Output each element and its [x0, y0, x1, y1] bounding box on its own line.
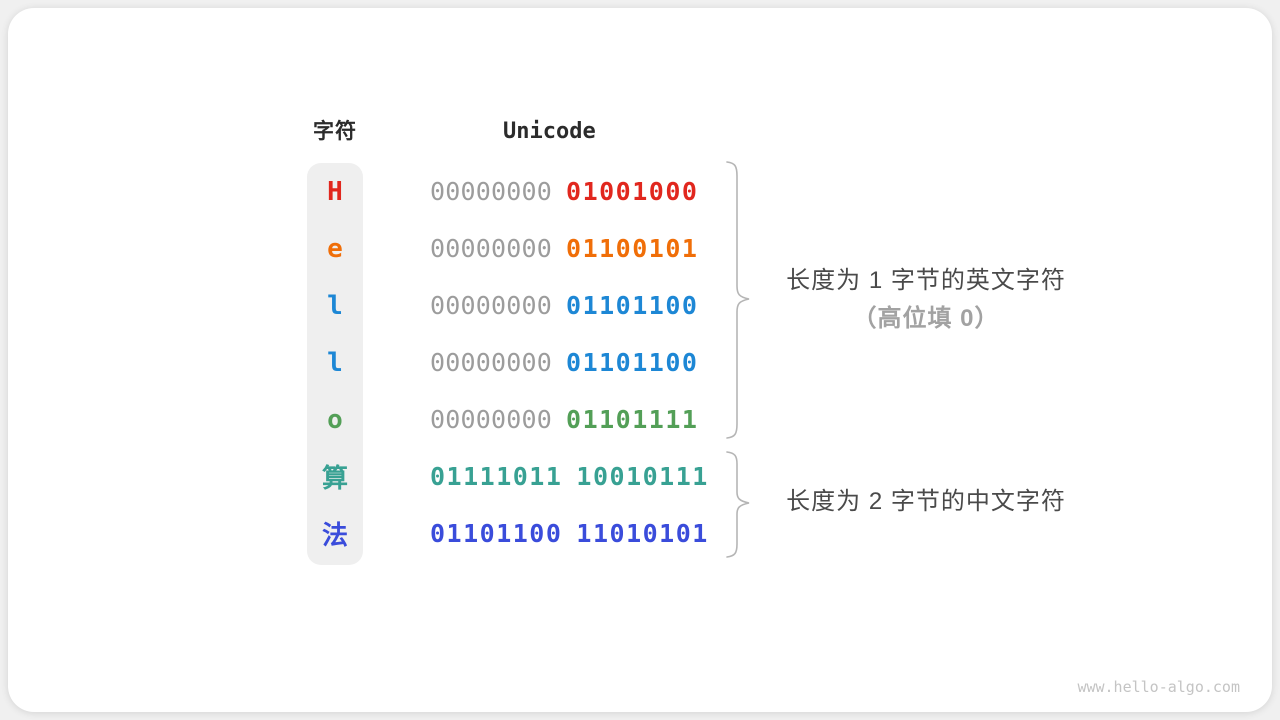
character-cell: l — [327, 290, 343, 321]
character-cell: 算 — [321, 464, 348, 494]
character-cell: e — [327, 233, 343, 264]
table-row: 算 01111011 10010111 — [0, 448, 760, 505]
unicode-binary-value: 00000000 01101100 — [430, 277, 698, 334]
high-byte: 00000000 — [430, 348, 553, 377]
unicode-binary-value: 01111011 10010111 — [430, 448, 709, 505]
high-byte: 01101100 — [430, 519, 563, 548]
annotation-english-line1: 长度为 1 字节的英文字符 — [786, 267, 1066, 294]
table-row: e 00000000 01100101 — [0, 220, 760, 277]
table-row: o 00000000 01101111 — [0, 391, 760, 448]
column-header-character: 字符 — [313, 120, 357, 143]
low-byte: 01001000 — [566, 177, 699, 206]
table-row: 法 01101100 11010101 — [0, 505, 760, 562]
unicode-binary-value: 00000000 01101100 — [430, 334, 698, 391]
character-cell: l — [327, 347, 343, 378]
unicode-binary-value: 00000000 01101111 — [430, 391, 698, 448]
unicode-binary-value: 00000000 01100101 — [430, 220, 698, 277]
annotation-english-chars: 长度为 1 字节的英文字符 （高位填 0） — [746, 266, 1106, 334]
high-byte: 00000000 — [430, 234, 553, 263]
high-byte: 01111011 — [430, 462, 563, 491]
table-row: l 00000000 01101100 — [0, 334, 760, 391]
high-byte: 00000000 — [430, 291, 553, 320]
watermark: www.hello-algo.com — [1077, 678, 1240, 696]
low-byte: 10010111 — [576, 462, 709, 491]
annotation-chinese-line1: 长度为 2 字节的中文字符 — [786, 488, 1066, 515]
character-cell: H — [327, 176, 343, 207]
unicode-binary-value: 01101100 11010101 — [430, 505, 709, 562]
high-byte: 00000000 — [430, 405, 553, 434]
high-byte: 00000000 — [430, 177, 553, 206]
unicode-binary-value: 00000000 01001000 — [430, 163, 698, 220]
diagram-card — [8, 8, 1272, 712]
character-cell: o — [327, 404, 343, 435]
brace-english-group — [726, 161, 750, 439]
table-row: l 00000000 01101100 — [0, 277, 760, 334]
brace-chinese-group — [726, 451, 750, 558]
annotation-english-line2: （高位填 0） — [852, 305, 1000, 332]
character-column-background — [307, 163, 363, 565]
table-row: H 00000000 01001000 — [0, 163, 760, 220]
character-cell: 法 — [321, 521, 348, 551]
low-byte: 11010101 — [576, 519, 709, 548]
annotation-chinese-chars: 长度为 2 字节的中文字符 — [746, 487, 1106, 517]
low-byte: 01101111 — [566, 405, 699, 434]
column-header-unicode: Unicode — [503, 119, 596, 144]
low-byte: 01100101 — [566, 234, 699, 263]
low-byte: 01101100 — [566, 348, 699, 377]
low-byte: 01101100 — [566, 291, 699, 320]
